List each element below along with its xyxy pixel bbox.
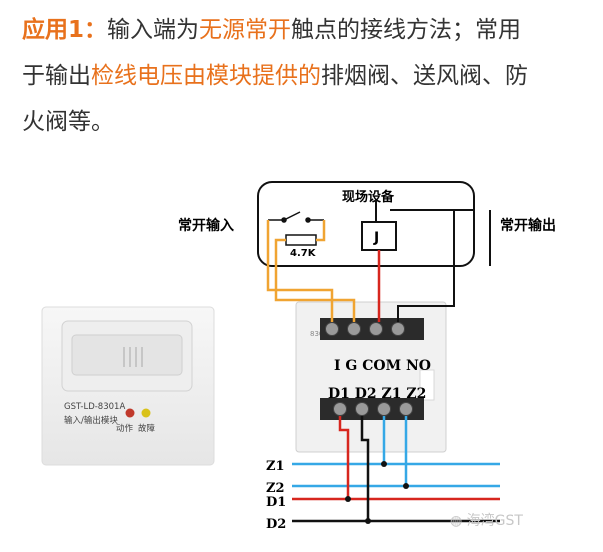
field-device-box <box>257 181 475 267</box>
module-photo: GST-LD-8301A 输入/输出模块 动作 故障 <box>41 306 215 466</box>
heading-line2-b: 排烟阀、送风阀、防 <box>321 63 528 89</box>
top-terminal-labels: I G COM NO <box>334 358 431 374</box>
watermark-text: 海湾GST <box>466 513 523 529</box>
wechat-icon: ◍ <box>450 513 463 529</box>
relay-label: J <box>373 230 379 246</box>
heading-line-2: 于输出检线电压由模块提供的排烟阀、送风阀、防 <box>22 58 592 104</box>
bottom-terminal-labels: D1 D2 Z1 Z2 <box>328 386 426 402</box>
heading-text: 应用1：输入端为无源常开触点的接线方法；常用 于输出检线电压由模块提供的排烟阀、… <box>22 12 592 150</box>
output-wires-black <box>375 200 491 322</box>
led-action-label: 动作 <box>116 423 134 434</box>
bus-label-d1: D1 <box>266 495 286 510</box>
module-name-text: 输入/输出模块 <box>64 415 118 426</box>
heading-line-3: 火阀等。 <box>22 104 592 150</box>
heading-line-1: 应用1：输入端为无源常开触点的接线方法；常用 <box>22 12 592 58</box>
heading-line1-a: 输入端为 <box>107 17 200 43</box>
heading-line3: 火阀等。 <box>22 109 114 135</box>
module-model-text: GST-LD-8301A <box>64 402 125 412</box>
bus-label-d2: D2 <box>266 517 286 532</box>
heading-line2-a: 于输出 <box>22 63 91 89</box>
input-wires <box>266 220 356 322</box>
wiring-diagram: 8301A I G COM NO D1 D2 Z1 Z2 现场设备 常开输入 常… <box>178 181 556 532</box>
fault-led <box>141 408 151 418</box>
led-fault-label: 故障 <box>138 423 156 434</box>
bus-label-z2: Z2 <box>266 481 285 496</box>
heading-line1-b: 触点的接线方法；常用 <box>291 17 522 43</box>
bus-junction-dots <box>345 461 409 524</box>
heading-line1-highlight: 无源常开 <box>199 17 292 43</box>
bottom-terminal-block <box>320 398 424 420</box>
bus-drop-wires <box>338 416 408 521</box>
relay-box <box>361 221 397 251</box>
bus-label-z1: Z1 <box>266 459 285 474</box>
resistor-label: 4.7K <box>290 248 317 259</box>
watermark: ◍ 海湾GST <box>450 510 523 530</box>
bus-lines <box>292 462 500 523</box>
no-contact-switch <box>268 211 324 223</box>
output-label: 常开输出 <box>500 217 556 234</box>
field-device-label: 现场设备 <box>342 189 395 205</box>
resistor <box>285 234 317 246</box>
heading-lead: 应用1： <box>22 17 108 43</box>
heading-line2-highlight: 检线电压由模块提供的 <box>91 63 321 89</box>
input-label: 常开输入 <box>178 217 234 234</box>
action-led <box>125 408 135 418</box>
